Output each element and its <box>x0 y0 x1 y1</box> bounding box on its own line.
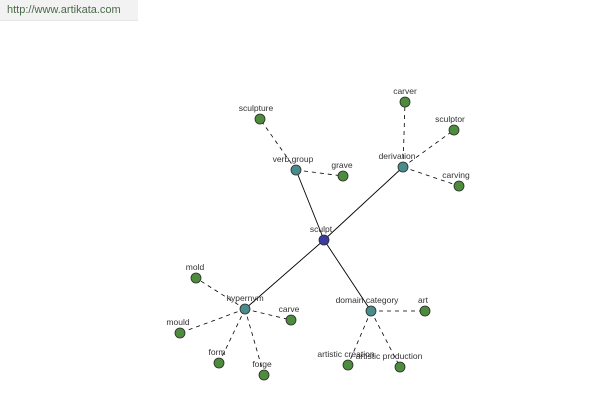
node-label-carver[interactable]: carver <box>393 86 417 96</box>
node-label-carve[interactable]: carve <box>279 304 300 314</box>
node-dot-artistic-production[interactable] <box>394 361 406 373</box>
node-dot-sculptor[interactable] <box>448 124 460 136</box>
node-label-form[interactable]: form <box>209 347 226 357</box>
edge-hypernym-to-form <box>218 308 246 364</box>
node-label-domain-category[interactable]: domain category <box>336 295 400 305</box>
node-art[interactable]: art <box>418 295 431 317</box>
url-bar: http://www.artikata.com <box>0 0 138 21</box>
edge-domain-category-to-artistic-creation <box>347 310 372 366</box>
node-dot-forge[interactable] <box>258 369 270 381</box>
node-sculpt[interactable]: sculpt <box>310 224 333 246</box>
node-derivation[interactable]: derivation <box>379 151 416 173</box>
node-carver[interactable]: carver <box>393 86 417 108</box>
node-dot-grave[interactable] <box>337 170 349 182</box>
edge-derivation-to-carver <box>402 101 406 168</box>
node-label-grave[interactable]: grave <box>331 160 353 170</box>
node-label-sculpture[interactable]: sculpture <box>239 103 274 113</box>
node-dot-verb-group[interactable] <box>290 164 302 176</box>
edge-verb-group-to-grave <box>295 169 344 177</box>
node-dot-hypernym[interactable] <box>239 303 251 315</box>
node-dot-carving[interactable] <box>453 180 465 192</box>
node-label-hypernym[interactable]: hypernym <box>226 293 263 303</box>
node-dot-carver[interactable] <box>399 96 411 108</box>
node-label-mould[interactable]: mould <box>166 317 189 327</box>
node-sculptor[interactable]: sculptor <box>435 114 465 136</box>
node-domain-category[interactable]: domain category <box>336 295 400 317</box>
node-label-artistic-production[interactable]: artistic production <box>356 351 423 361</box>
edge-sculpt-to-domain-category <box>323 239 372 312</box>
node-grave[interactable]: grave <box>331 160 353 182</box>
node-label-forge[interactable]: forge <box>252 359 272 369</box>
node-carving[interactable]: carving <box>442 170 470 192</box>
edge-hypernym-to-forge <box>244 308 265 376</box>
edge-derivation-to-sculptor <box>402 129 455 168</box>
edge-sculpt-to-verb-group <box>295 169 325 241</box>
node-carve[interactable]: carve <box>279 304 300 326</box>
node-label-sculpt[interactable]: sculpt <box>310 224 333 234</box>
node-dot-art[interactable] <box>419 305 431 317</box>
node-label-derivation[interactable]: derivation <box>379 151 416 161</box>
node-label-sculptor[interactable]: sculptor <box>435 114 465 124</box>
node-label-mold[interactable]: mold <box>186 262 205 272</box>
node-dot-domain-category[interactable] <box>365 305 377 317</box>
edge-sculpt-to-derivation <box>323 166 404 241</box>
node-label-art[interactable]: art <box>418 295 429 305</box>
edge-sculpt-to-hypernym <box>244 239 325 310</box>
node-dot-sculpture[interactable] <box>254 113 266 125</box>
node-label-verb-group[interactable]: verb group <box>273 154 314 164</box>
node-dot-mold[interactable] <box>190 272 202 284</box>
site-url-link[interactable]: http://www.artikata.com <box>7 4 121 16</box>
node-dot-mould[interactable] <box>174 327 186 339</box>
node-hypernym[interactable]: hypernym <box>226 293 264 315</box>
node-dot-form[interactable] <box>213 357 225 369</box>
edge-derivation-to-carving <box>402 166 460 187</box>
node-dot-artistic-creation[interactable] <box>342 359 354 371</box>
node-mould[interactable]: mould <box>166 317 190 339</box>
nodes-layer: sculpt verb group derivation hypernym domain… <box>166 86 470 381</box>
node-artistic-production[interactable]: artistic production <box>356 351 423 373</box>
node-verb-group[interactable]: verb group <box>273 154 314 176</box>
edge-verb-group-to-sculpture <box>259 118 297 171</box>
node-mold[interactable]: mold <box>186 262 205 284</box>
edge-hypernym-to-mold <box>195 277 246 310</box>
node-form[interactable]: form <box>209 347 226 369</box>
edge-hypernym-to-mould <box>179 308 246 334</box>
node-dot-carve[interactable] <box>285 314 297 326</box>
edge-domain-category-to-artistic-production <box>370 310 401 368</box>
node-label-carving[interactable]: carving <box>442 170 470 180</box>
node-sculpture[interactable]: sculpture <box>239 103 274 125</box>
node-artistic-creation[interactable]: artistic creation <box>317 349 375 371</box>
node-forge[interactable]: forge <box>252 359 272 381</box>
node-label-artistic-creation[interactable]: artistic creation <box>317 349 374 359</box>
node-dot-derivation[interactable] <box>397 161 409 173</box>
edges-layer <box>179 101 460 376</box>
node-dot-sculpt[interactable] <box>318 234 330 246</box>
